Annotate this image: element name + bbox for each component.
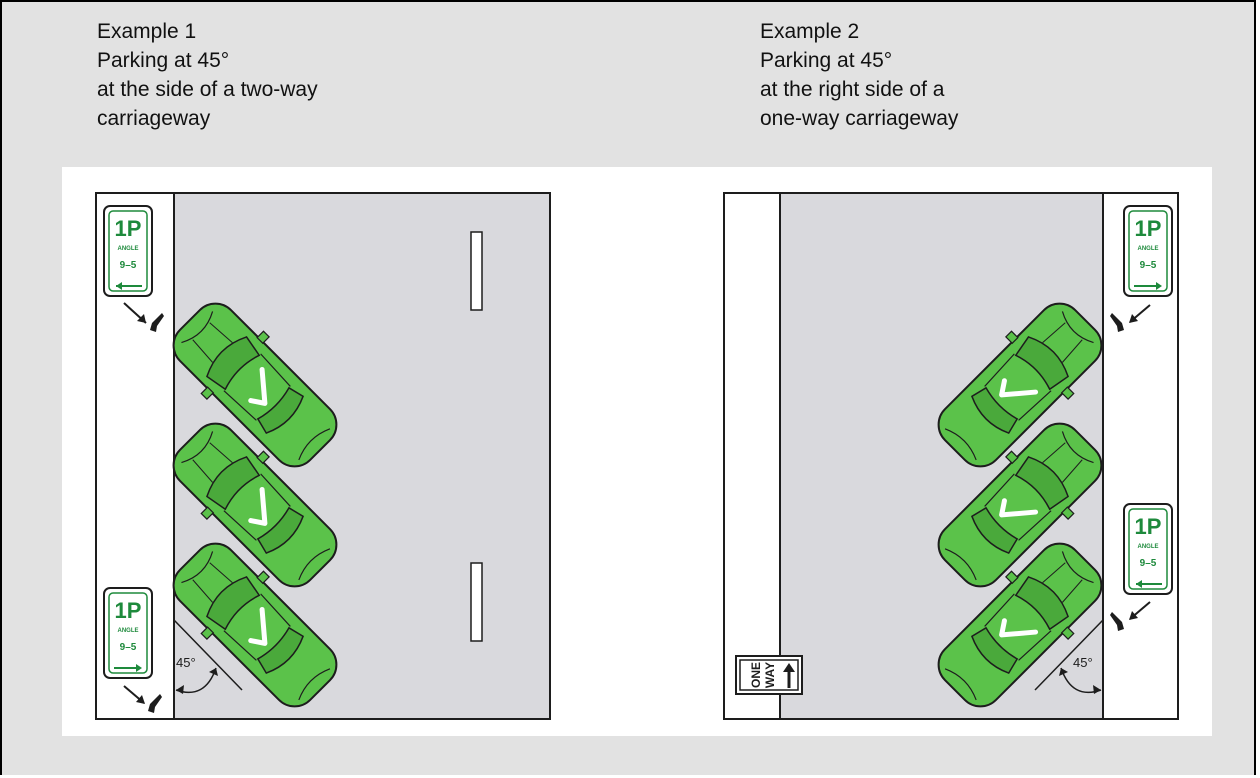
sign-hours: 9–5 [1140,558,1157,569]
sign-limit: 1P [1135,216,1162,241]
example-1-line-2: Parking at 45° [97,49,230,72]
sign-pointer-arrow-icon [1110,304,1151,332]
up-arrow-icon [783,663,795,688]
example-1-line-3: at the side of a two-way [97,78,318,101]
example-1-title: Example 1 [97,20,197,43]
angle-guide-line [1034,619,1104,691]
angle-arrow-head [209,668,218,676]
angle-guide-line [173,619,243,691]
one-way-line-1: ONE [749,662,763,688]
lane-marking [470,562,483,642]
angle-arrow-head [176,685,184,694]
angle-label: 45° [1073,655,1093,670]
parking-sign: 1P ANGLE 9–5 [1123,205,1173,297]
angle-arrow-head [1093,685,1101,694]
left-arrow-head [116,282,122,290]
left-arrow-head [1136,580,1142,588]
example-2-diagram: 1P ANGLE 9–5 1P ANGLE 9–5 [723,192,1179,721]
one-way-sign: ONE WAY [735,655,803,695]
example-1-diagram: 1P ANGLE 9–5 1P ANGLE 9–5 [95,192,551,721]
sign-type: ANGLE [1138,246,1159,252]
sign-pointer-arrow-icon [123,302,164,332]
right-arrow-head [136,664,142,672]
sign-limit: 1P [115,216,142,241]
sign-hours: 9–5 [120,642,137,653]
sign-pointer-arrow-icon [1110,601,1151,631]
sign-type: ANGLE [118,246,139,252]
sign-hours: 9–5 [120,260,137,271]
lane-marking [470,231,483,311]
sign-type: ANGLE [1138,544,1159,550]
example-2-line-4: one-way carriageway [760,107,959,130]
one-way-line-2: WAY [763,662,777,688]
sign-pointer-arrow-icon [123,685,162,713]
example-2-title: Example 2 [760,20,860,43]
example-2-line-3: at the right side of a [760,78,945,101]
angle-label: 45° [176,655,196,670]
example-2-line-2: Parking at 45° [760,49,893,72]
right-arrow-head [1156,282,1162,290]
example-1-line-4: carriageway [97,107,211,130]
example-1-caption: Example 1 Parking at 45° at the side of … [97,17,318,133]
sign-limit: 1P [115,598,142,623]
parking-sign: 1P ANGLE 9–5 [103,587,153,679]
example-2-caption: Example 2 Parking at 45° at the right si… [760,17,958,133]
sign-limit: 1P [1135,514,1162,539]
sign-hours: 9–5 [1140,260,1157,271]
parking-sign: 1P ANGLE 9–5 [1123,503,1173,595]
parking-sign: 1P ANGLE 9–5 [103,205,153,297]
sign-type: ANGLE [118,628,139,634]
angle-arrow-head [1059,668,1068,676]
